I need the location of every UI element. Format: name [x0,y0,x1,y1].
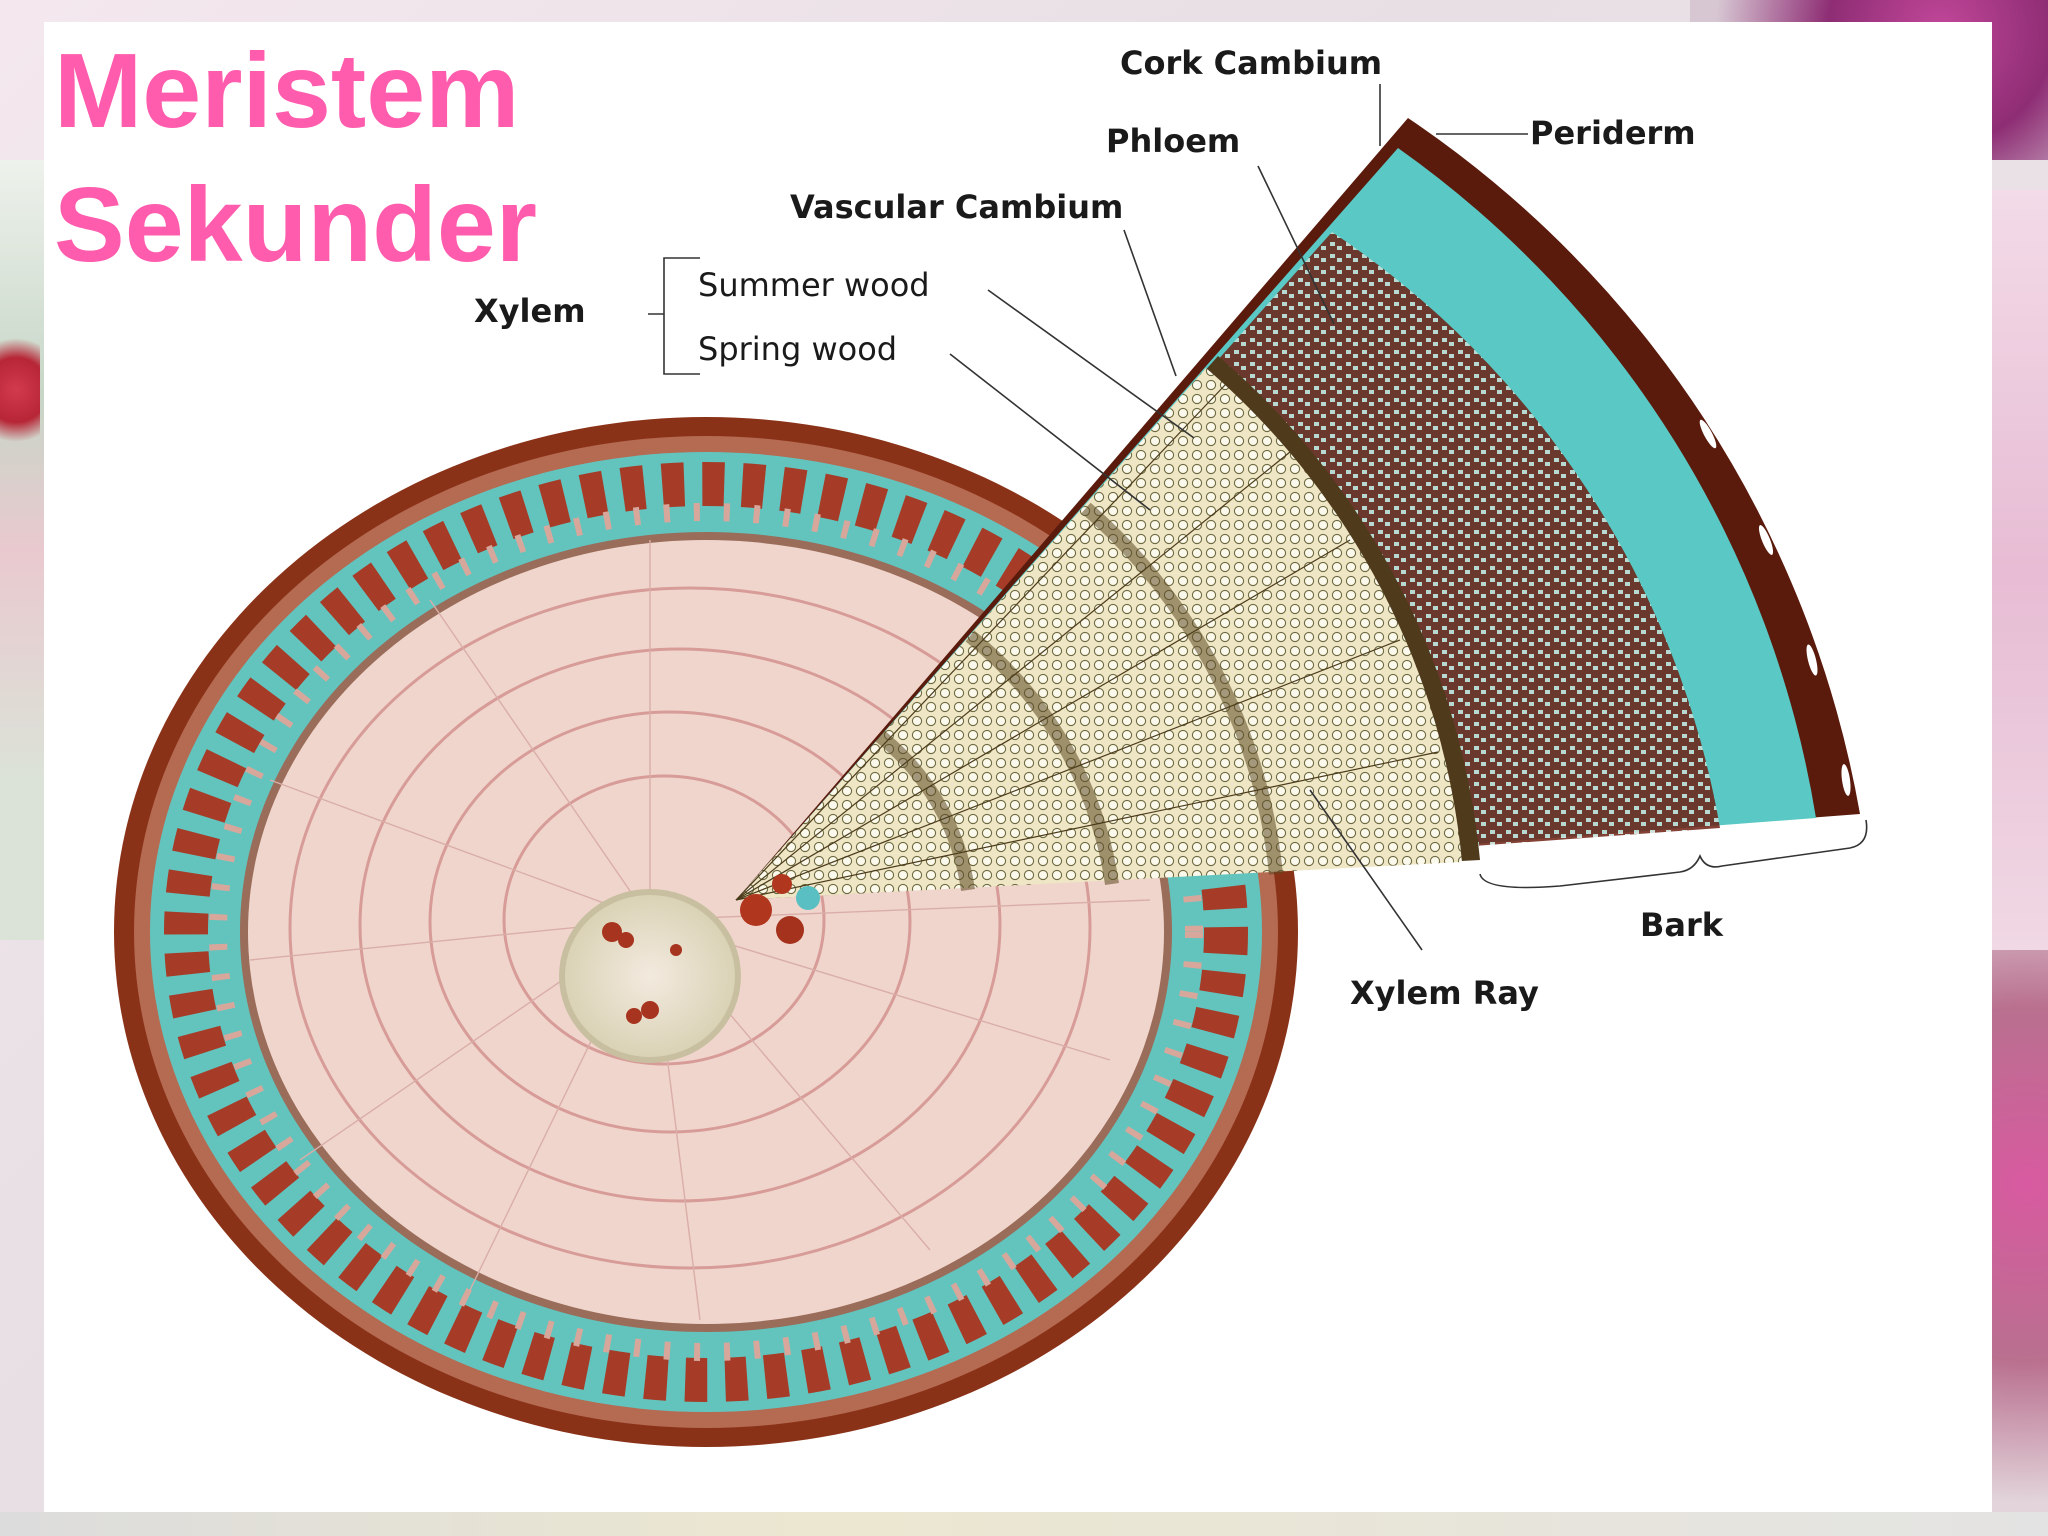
background-photo-right [1992,190,2048,950]
label-xylem-ray: Xylem Ray [1350,974,1539,1012]
label-vascular-cambium: Vascular Cambium [790,188,1123,226]
label-bark: Bark [1640,906,1724,944]
growth-rings [288,586,1092,1270]
bark-bracket [1479,819,1868,889]
background-photo-bottom [0,1512,2048,1536]
pith [559,889,741,1063]
wedge-growth-bands [875,502,1283,891]
leader-spring-wood [949,353,1151,511]
leader-lines [648,84,1868,951]
phloem-ray-ring [209,503,1203,1361]
label-cork-cambium: Cork Cambium [1120,44,1382,82]
label-xylem: Xylem [474,292,586,330]
label-periderm: Periderm [1530,114,1696,152]
enlarged-wedge [735,118,1860,944]
wedge-pith-cells [740,874,820,944]
label-phloem: Phloem [1106,122,1240,160]
phloem-fiber-ring [164,462,1248,1402]
label-spring-wood: Spring wood [698,330,897,368]
background-photo-bottom-right [1992,950,2048,1536]
title-line-2: Sekunder [54,166,538,284]
pith-cells [602,922,682,1024]
title-line-1: Meristem [54,32,520,150]
leader-xylem-ray [1309,789,1423,951]
leader-summer-wood [987,289,1195,439]
periderm-dashes [1699,419,1851,796]
leader-vascular-cambium [1123,229,1177,377]
background-photo-left-red [0,330,40,450]
xylem-bracket [648,257,700,375]
label-summer-wood: Summer wood [698,266,930,304]
slide-title: Meristem Sekunder [54,24,537,292]
leader-phloem [1257,165,1335,325]
background-photo-left [0,160,44,940]
wedge-rays [735,383,1439,901]
